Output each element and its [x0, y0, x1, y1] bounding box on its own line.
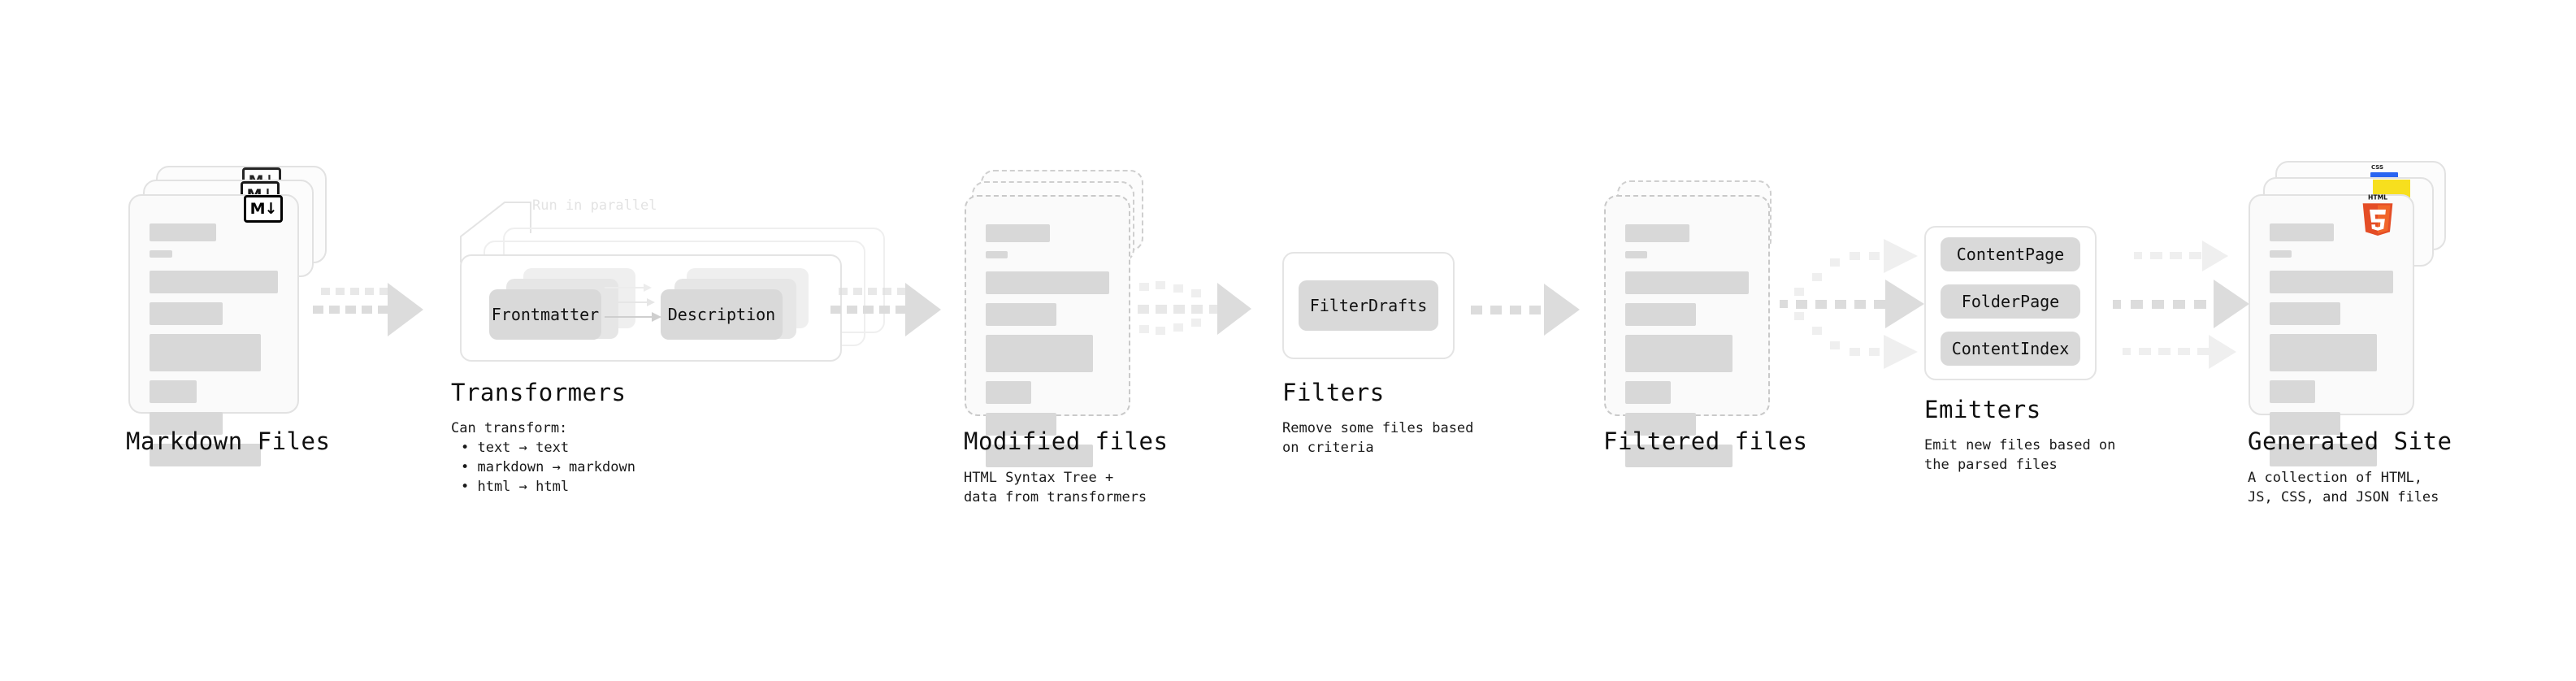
- skeleton-line: [986, 413, 1056, 436]
- markdown-badge-icon: M↓: [244, 195, 283, 223]
- skeleton-line: [986, 335, 1094, 372]
- html5-badge-icon: HTML: [2362, 194, 2393, 236]
- emitter-chip-folderpage[interactable]: FolderPage: [1941, 284, 2080, 319]
- skeleton-heading: [986, 224, 1051, 242]
- skeleton-line: [1625, 335, 1733, 372]
- css3-label-icon: CSS: [2371, 164, 2384, 171]
- skeleton-line: [150, 271, 278, 293]
- skeleton-line: [2270, 412, 2340, 435]
- filters-subtitle: Remove some files based on criteria: [1282, 420, 1474, 456]
- site-skeleton-body: [2270, 223, 2393, 475]
- emitter-chip-contentindex[interactable]: ContentIndex: [1941, 332, 2080, 366]
- skeleton-heading: [150, 223, 217, 241]
- filtered-skeleton-body: [1625, 224, 1749, 476]
- transformers-subtitle: Can transform:: [451, 420, 568, 436]
- skeleton-tag: [2270, 250, 2292, 258]
- stage-title-filters: Filters: [1282, 379, 1385, 406]
- stage-title-markdown-files: Markdown Files: [126, 427, 331, 455]
- filtered-file-card: [1604, 195, 1770, 467]
- skeleton-line: [2270, 334, 2378, 371]
- conn-md-to-transformers: [313, 283, 423, 336]
- skeleton-line: [1625, 271, 1749, 294]
- css3-badge-icon: [2370, 172, 2398, 180]
- skeleton-line: [2270, 302, 2340, 325]
- skeleton-line: [2270, 380, 2316, 403]
- skeleton-line: [986, 381, 1032, 404]
- js-badge-icon: [2373, 180, 2410, 197]
- conn-modified-to-filters: [1138, 281, 1251, 335]
- skeleton-line: [986, 303, 1056, 326]
- stage-title-transformers: Transformers: [451, 379, 627, 406]
- transformers-bullet-markdown: • markdown → markdown: [461, 459, 635, 475]
- emitters-subtitle: Emit new files based on the parsed files: [1924, 437, 2116, 473]
- skeleton-line: [2270, 444, 2378, 466]
- transformer-chip-frontmatter[interactable]: Frontmatter: [489, 289, 601, 340]
- svg-text:HTML: HTML: [2368, 194, 2387, 202]
- filter-chip-filterdrafts[interactable]: FilterDrafts: [1299, 280, 1438, 331]
- skeleton-line: [1625, 303, 1696, 326]
- generated-site-subtitle: A collection of HTML, JS, CSS, and JSON …: [2248, 470, 2439, 505]
- skeleton-line: [2270, 271, 2393, 293]
- stage-title-filtered-files: Filtered files: [1603, 427, 1808, 455]
- skeleton-line: [986, 271, 1109, 294]
- skeleton-tag: [1625, 251, 1648, 258]
- skeleton-line: [150, 380, 197, 403]
- skeleton-line: [1625, 413, 1696, 436]
- skeleton-line: [986, 445, 1094, 467]
- skeleton-tag: [150, 250, 173, 258]
- stage-title-emitters: Emitters: [1924, 396, 2041, 423]
- transformers-bullet-html: • html → html: [461, 479, 570, 495]
- conn-filters-to-filtered: [1471, 284, 1580, 336]
- skeleton-line: [150, 444, 262, 466]
- skeleton-heading: [1625, 224, 1690, 242]
- skeleton-tag: [986, 251, 1008, 258]
- modified-file-card: [965, 195, 1130, 467]
- skeleton-line: [150, 302, 223, 325]
- markdown-file-card: [128, 194, 299, 466]
- stage-title-generated-site: Generated Site: [2248, 427, 2452, 455]
- skeleton-line: [150, 334, 262, 371]
- markdown-skeleton-body: [150, 223, 278, 475]
- transformers-bullets: • text → text • markdown → markdown • ht…: [461, 438, 635, 497]
- run-in-parallel-label: Run in parallel: [532, 197, 657, 214]
- transformer-chip-description[interactable]: Description: [661, 289, 783, 340]
- skeleton-heading: [2270, 223, 2335, 241]
- transformers-bullet-text: • text → text: [461, 440, 570, 456]
- skeleton-line: [1625, 381, 1672, 404]
- skeleton-line: [1625, 445, 1733, 467]
- modified-files-subtitle: HTML Syntax Tree + data from transformer…: [964, 470, 1147, 505]
- skeleton-line: [150, 412, 223, 435]
- stage-title-modified-files: Modified files: [964, 427, 1169, 455]
- modified-skeleton-body: [986, 224, 1109, 476]
- emitter-chip-contentpage[interactable]: ContentPage: [1941, 237, 2080, 271]
- conn-filtered-to-emitters: [1780, 239, 1924, 369]
